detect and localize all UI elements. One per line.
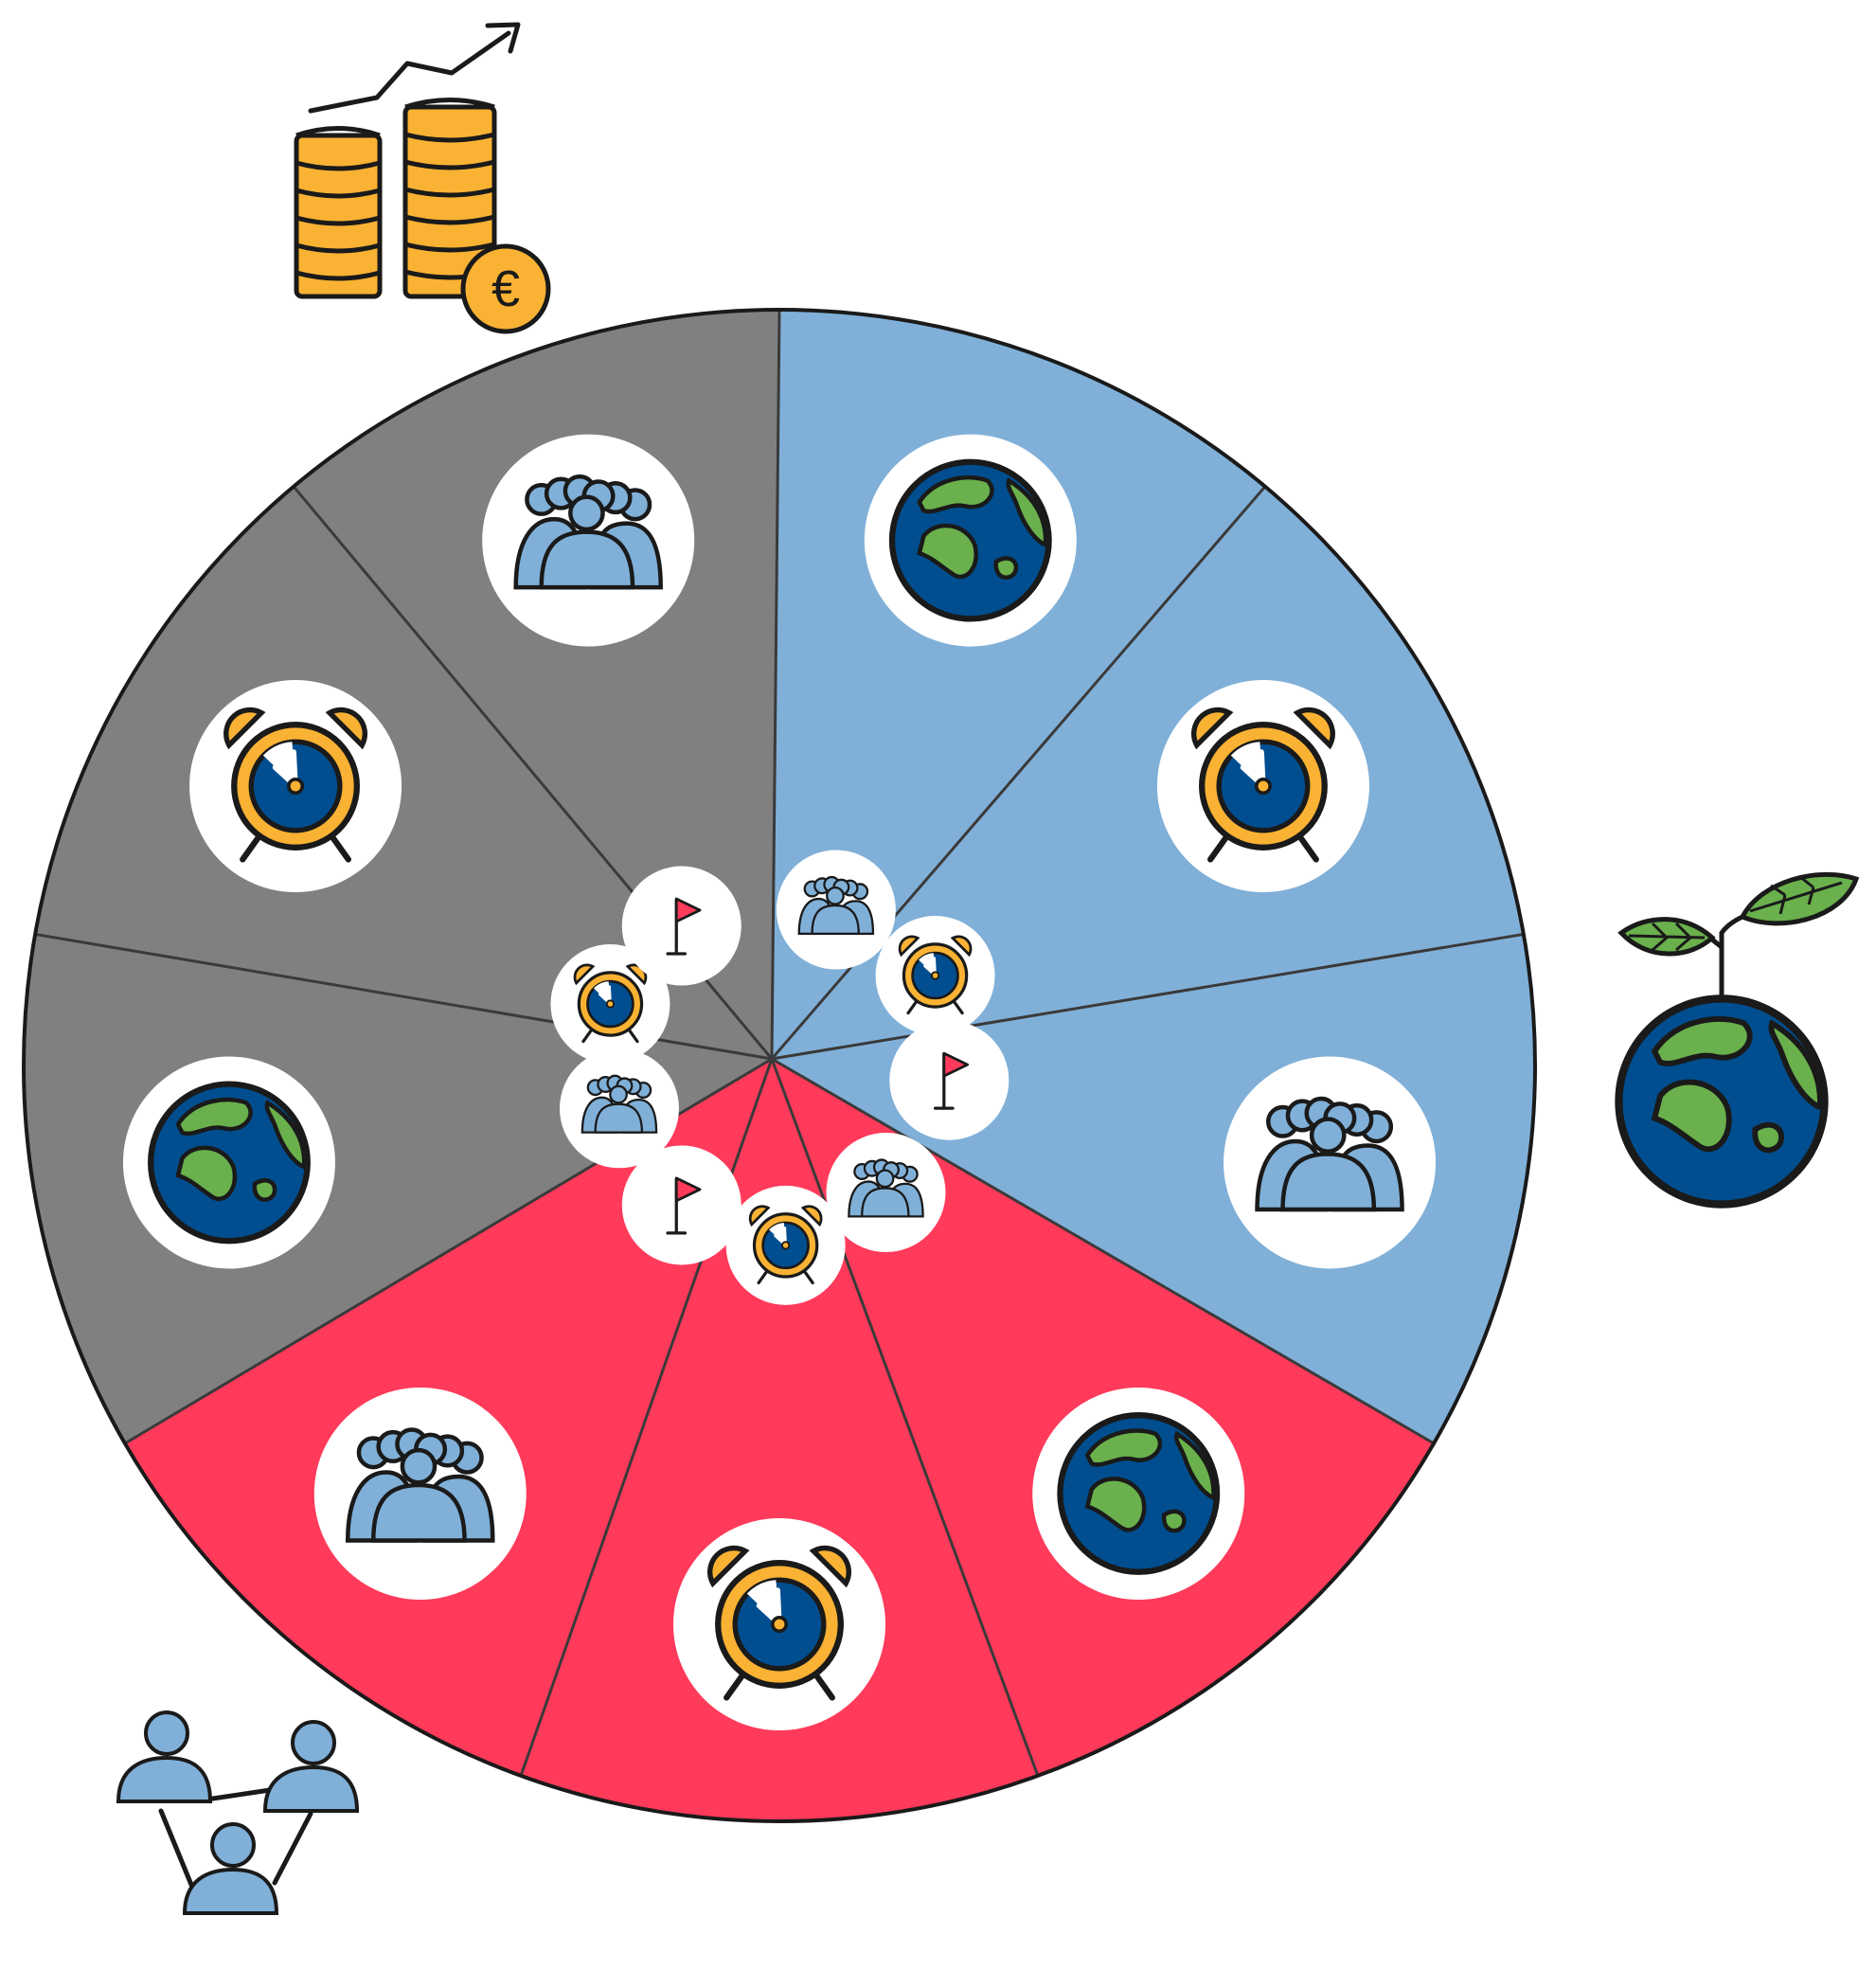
- sector-divider: [770, 1058, 1040, 1777]
- plant-on-earth-icon: [1618, 871, 1860, 1204]
- sector-social-2: [521, 1059, 1038, 1822]
- environmental-inner-badge-1: [776, 850, 896, 970]
- environmental-segment-3-badge: [1224, 1056, 1437, 1269]
- environmental-segment-1-badge: [864, 434, 1077, 647]
- globe-icon: [1060, 1415, 1217, 1572]
- economic-segment-2-badge: [189, 680, 402, 892]
- outer-icon-layer: [122, 434, 1437, 1730]
- economic-segment-1-badge: [122, 1056, 335, 1269]
- economic-inner-badge-2: [550, 944, 670, 1065]
- sector-divider: [770, 309, 781, 1060]
- people-group-icon: [1258, 1099, 1403, 1209]
- environmental-segment-2-badge: [1156, 680, 1369, 892]
- wheel-outer-rim: [22, 308, 1537, 1823]
- globe-icon: [892, 462, 1049, 619]
- economic-segment-3-badge: [482, 434, 695, 647]
- economic-inner-badge-1: [559, 1048, 679, 1169]
- svg-text:€: €: [491, 260, 520, 317]
- inner-icon-layer: [550, 850, 1009, 1305]
- people-group-icon: [516, 476, 661, 587]
- sector-divider: [771, 932, 1525, 1061]
- people-group-icon: [797, 875, 875, 936]
- coins-euro-growth-icon: €: [294, 22, 551, 334]
- social-inner-badge-3: [621, 1145, 741, 1265]
- social-inner-badge-1: [826, 1133, 946, 1253]
- sector-environmental-2: [772, 486, 1524, 1059]
- environmental-inner-badge-2: [875, 916, 995, 1035]
- sector-divider: [771, 1057, 1435, 1445]
- people-group-icon: [848, 1158, 924, 1218]
- social-segment-1-badge: [1032, 1387, 1245, 1600]
- economic-inner-badge-3: [621, 866, 741, 986]
- sector-economic-2: [35, 486, 772, 1059]
- connected-people-icon: [116, 1710, 360, 1915]
- social-segment-3-badge: [313, 1387, 527, 1600]
- globe-icon: [151, 1084, 308, 1242]
- people-group-icon: [348, 1429, 492, 1540]
- environmental-inner-badge-3: [889, 1020, 1009, 1140]
- social-inner-badge-2: [725, 1185, 846, 1305]
- social-segment-2-badge: [673, 1518, 885, 1730]
- people-group-icon: [581, 1074, 658, 1134]
